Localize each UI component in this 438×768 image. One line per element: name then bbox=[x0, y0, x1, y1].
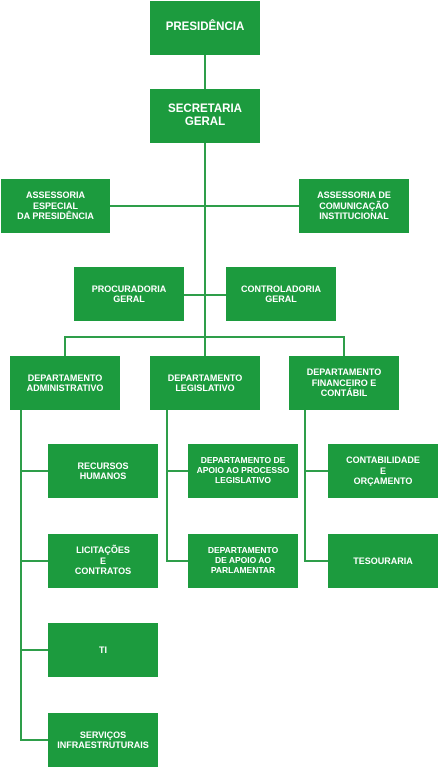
controladoria-label: CONTROLADORIA GERAL bbox=[241, 283, 321, 304]
apoio-parlamentar-label: DEPARTAMENTO DE APOIO AO PARLAMENTAR bbox=[207, 545, 279, 575]
connector-line bbox=[20, 470, 48, 472]
assessoria-comunicacao-box[interactable]: ASSESSORIA DE COMUNICAÇÃO INSTITUCIONAL bbox=[299, 179, 409, 233]
licitacoes-box[interactable]: LICITAÇÕES E CONTRATOS bbox=[48, 534, 158, 588]
dep-financeiro-box[interactable]: DEPARTAMENTO FINANCEIRO E CONTÁBIL bbox=[289, 356, 399, 410]
recursos-humanos-box[interactable]: RECURSOS HUMANOS bbox=[48, 444, 158, 498]
dep-administrativo-box[interactable]: DEPARTAMENTO ADMINISTRATIVO bbox=[10, 356, 120, 410]
connector-line bbox=[20, 649, 48, 651]
connector-line bbox=[343, 336, 345, 356]
controladoria-box[interactable]: CONTROLADORIA GERAL bbox=[226, 267, 336, 321]
apoio-processo-label: DEPARTAMENTO DE APOIO AO PROCESSO LEGISL… bbox=[196, 455, 290, 485]
connector-line bbox=[204, 55, 206, 337]
connector-line bbox=[110, 205, 300, 207]
connector-line bbox=[304, 560, 328, 562]
connector-line bbox=[166, 470, 188, 472]
servicos-label: SERVIÇOS INFRAESTRUTURAIS bbox=[57, 729, 149, 750]
tesouraria-box[interactable]: TESOURARIA bbox=[328, 534, 438, 588]
secretaria-geral-label: SECRETARIA GERAL bbox=[168, 102, 242, 128]
ti-box[interactable]: TI bbox=[48, 623, 158, 677]
tesouraria-label: TESOURARIA bbox=[353, 555, 413, 566]
connector-line bbox=[166, 410, 168, 561]
dep-legislativo-box[interactable]: DEPARTAMENTO LEGISLATIVO bbox=[150, 356, 260, 410]
connector-line bbox=[204, 336, 206, 356]
connector-line bbox=[184, 294, 226, 296]
licitacoes-label: LICITAÇÕES E CONTRATOS bbox=[74, 545, 132, 577]
connector-line bbox=[304, 470, 328, 472]
connector-line bbox=[20, 739, 48, 741]
contabilidade-label: CONTABILIDADE E ORÇAMENTO bbox=[346, 455, 420, 487]
contabilidade-box[interactable]: CONTABILIDADE E ORÇAMENTO bbox=[328, 444, 438, 498]
connector-line bbox=[304, 410, 306, 561]
dep-administrativo-label: DEPARTAMENTO ADMINISTRATIVO bbox=[26, 372, 104, 393]
dep-financeiro-label: DEPARTAMENTO FINANCEIRO E CONTÁBIL bbox=[306, 367, 382, 399]
connector-line bbox=[166, 560, 188, 562]
secretaria-geral-box[interactable]: SECRETARIA GERAL bbox=[150, 89, 260, 143]
apoio-parlamentar-box[interactable]: DEPARTAMENTO DE APOIO AO PARLAMENTAR bbox=[188, 534, 298, 588]
assessoria-especial-label: ASSESSORIA ESPECIAL DA PRESIDÊNCIA bbox=[17, 190, 94, 222]
assessoria-especial-box[interactable]: ASSESSORIA ESPECIAL DA PRESIDÊNCIA bbox=[1, 179, 110, 233]
connector-line bbox=[20, 560, 48, 562]
ti-label: TI bbox=[99, 644, 107, 655]
connector-line bbox=[20, 410, 22, 740]
presidencia-label: PRESIDÊNCIA bbox=[165, 21, 245, 34]
apoio-processo-box[interactable]: DEPARTAMENTO DE APOIO AO PROCESSO LEGISL… bbox=[188, 444, 298, 498]
assessoria-comunicacao-label: ASSESSORIA DE COMUNICAÇÃO INSTITUCIONAL bbox=[317, 190, 391, 222]
presidencia-box[interactable]: PRESIDÊNCIA bbox=[150, 1, 260, 55]
dep-legislativo-label: DEPARTAMENTO LEGISLATIVO bbox=[167, 372, 243, 393]
procuradoria-box[interactable]: PROCURADORIA GERAL bbox=[74, 267, 184, 321]
procuradoria-label: PROCURADORIA GERAL bbox=[91, 283, 167, 304]
recursos-humanos-label: RECURSOS HUMANOS bbox=[77, 460, 129, 481]
connector-line bbox=[64, 336, 66, 356]
servicos-box[interactable]: SERVIÇOS INFRAESTRUTURAIS bbox=[48, 713, 158, 767]
